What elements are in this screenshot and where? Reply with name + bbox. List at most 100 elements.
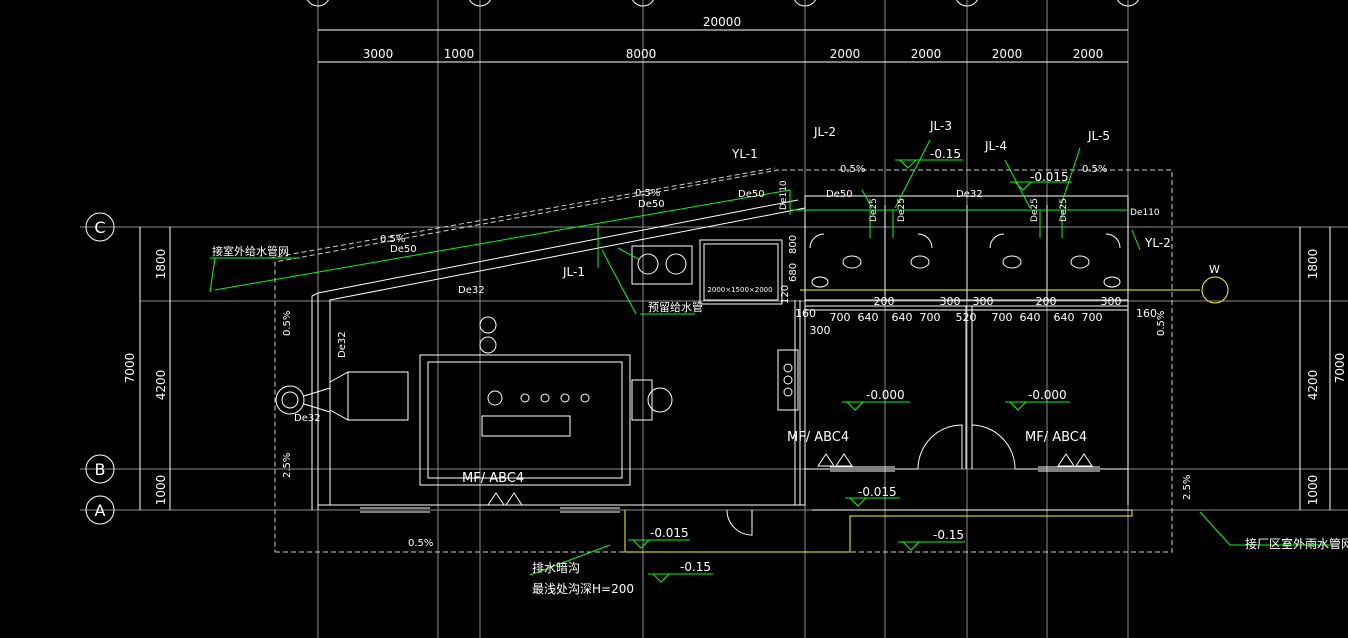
svg-text:最浅处沟深H=200: 最浅处沟深H=200 [532,582,634,596]
svg-text:20000: 20000 [703,15,741,29]
svg-text:1000: 1000 [154,475,168,506]
svg-text:-0.015: -0.015 [650,526,689,540]
room-dimensions: 160 300 160 700 640 640 700 520 700 640 … [780,235,1157,337]
dimension-left: 7000 1800 4200 1000 [123,227,171,510]
svg-text:2000: 2000 [911,47,942,61]
svg-text:De50: De50 [738,189,765,200]
svg-text:A: A [95,501,106,520]
svg-text:De25: De25 [869,198,879,222]
svg-text:4200: 4200 [1306,370,1320,401]
svg-text:8000: 8000 [626,47,657,61]
svg-text:JL-3: JL-3 [929,119,952,133]
svg-text:接室外给水管网: 接室外给水管网 [212,244,289,258]
building-walls [311,195,1132,511]
extinguisher-symbols [487,453,1093,506]
svg-text:640: 640 [858,311,879,324]
svg-text:200: 200 [1036,295,1057,308]
svg-text:排水暗沟: 排水暗沟 [532,560,580,575]
svg-text:C: C [94,218,105,237]
dashed-boundary [269,167,1173,553]
svg-text:3000: 3000 [363,47,394,61]
pipe-tags: JL-2 JL-3 JL-4 JL-5 YL-1 YL-2 JL-1 W De5… [282,119,1220,549]
svg-text:2000: 2000 [1073,47,1104,61]
yellow-pipes [624,276,1229,553]
svg-text:2000×1500×2000: 2000×1500×2000 [707,286,772,294]
fixtures [809,233,1121,288]
pump-units [631,245,693,285]
svg-text:2000: 2000 [992,47,1023,61]
svg-text:2.5%: 2.5% [282,453,293,478]
svg-text:640: 640 [1054,311,1075,324]
svg-text:300: 300 [810,324,831,337]
svg-text:2.5%: 2.5% [1182,475,1193,500]
annotation-labels: 接室外给水管网 预留给水管 接厂区室外雨水管网 排水暗沟 最浅处沟深H=200 … [210,244,1348,596]
door-swings [726,424,1016,536]
svg-text:De25: De25 [1030,198,1040,222]
dimension-top: 20000 3000 1000 8000 2000 2000 2000 2000 [318,15,1128,63]
svg-text:0.5%: 0.5% [408,538,433,549]
boiler-equipment [275,316,799,486]
svg-text:300: 300 [940,295,961,308]
svg-text:700: 700 [830,311,851,324]
svg-text:7000: 7000 [123,353,137,384]
svg-text:B: B [95,460,106,479]
svg-text:JL-1: JL-1 [562,265,585,279]
axis-bubble-a: A [85,495,115,525]
axis-bubble-b: B [85,454,115,484]
svg-text:YL-2: YL-2 [1144,236,1171,250]
svg-text:-0.000: -0.000 [866,388,905,402]
svg-text:YL-1: YL-1 [731,147,758,161]
svg-text:680: 680 [788,263,799,282]
svg-text:120: 120 [780,285,791,304]
svg-text:700: 700 [920,311,941,324]
svg-text:MF/ ABC4: MF/ ABC4 [787,430,849,445]
svg-text:De50: De50 [826,189,853,200]
svg-text:MF/ ABC4: MF/ ABC4 [1025,430,1087,445]
svg-text:De32: De32 [458,285,485,296]
svg-text:W: W [1209,263,1220,276]
svg-text:700: 700 [1082,311,1103,324]
svg-text:De32: De32 [294,413,321,424]
svg-text:300: 300 [973,295,994,308]
svg-text:160: 160 [795,307,816,320]
svg-text:-0.000: -0.000 [1028,388,1067,402]
svg-text:De32: De32 [956,189,983,200]
svg-text:De25: De25 [1059,198,1069,222]
svg-text:De110: De110 [1130,208,1160,218]
windows [360,466,1100,513]
svg-text:JL-2: JL-2 [813,125,836,139]
svg-text:160: 160 [1136,307,1157,320]
svg-text:De25: De25 [897,198,907,222]
water-tank: 2000×1500×2000 [699,239,783,305]
svg-text:De110: De110 [779,180,789,210]
svg-text:-0.15: -0.15 [933,528,964,542]
axis-bubble-c: C [85,212,115,242]
level-marks: -0.15 -0.015 -0.000 -0.000 -0.015 -0.015… [628,147,1072,583]
svg-text:800: 800 [788,235,799,254]
svg-text:-0.15: -0.15 [930,147,961,161]
svg-text:1800: 1800 [1306,249,1320,280]
svg-text:200: 200 [874,295,895,308]
svg-text:640: 640 [1020,311,1041,324]
svg-text:300: 300 [1101,295,1122,308]
svg-text:0.5%: 0.5% [1156,311,1167,336]
svg-text:520: 520 [956,311,977,324]
svg-text:7000: 7000 [1333,353,1347,384]
svg-text:700: 700 [992,311,1013,324]
svg-text:预留给水管: 预留给水管 [648,300,703,314]
grid-bubbles-top [307,0,1139,7]
svg-text:JL-4: JL-4 [984,139,1007,153]
svg-text:-0.15: -0.15 [680,560,711,574]
svg-text:-0.015: -0.015 [1030,170,1069,184]
svg-text:De50: De50 [638,199,665,210]
dimension-right: 1800 4200 1000 7000 [1299,227,1347,510]
svg-text:1000: 1000 [1306,475,1320,506]
svg-text:0.5%: 0.5% [1082,164,1107,175]
svg-text:MF/ ABC4: MF/ ABC4 [462,471,524,486]
svg-text:De32: De32 [337,331,348,358]
svg-text:-0.015: -0.015 [858,485,897,499]
svg-text:0.5%: 0.5% [635,188,660,199]
svg-text:De50: De50 [390,244,417,255]
svg-text:0.5%: 0.5% [840,164,865,175]
